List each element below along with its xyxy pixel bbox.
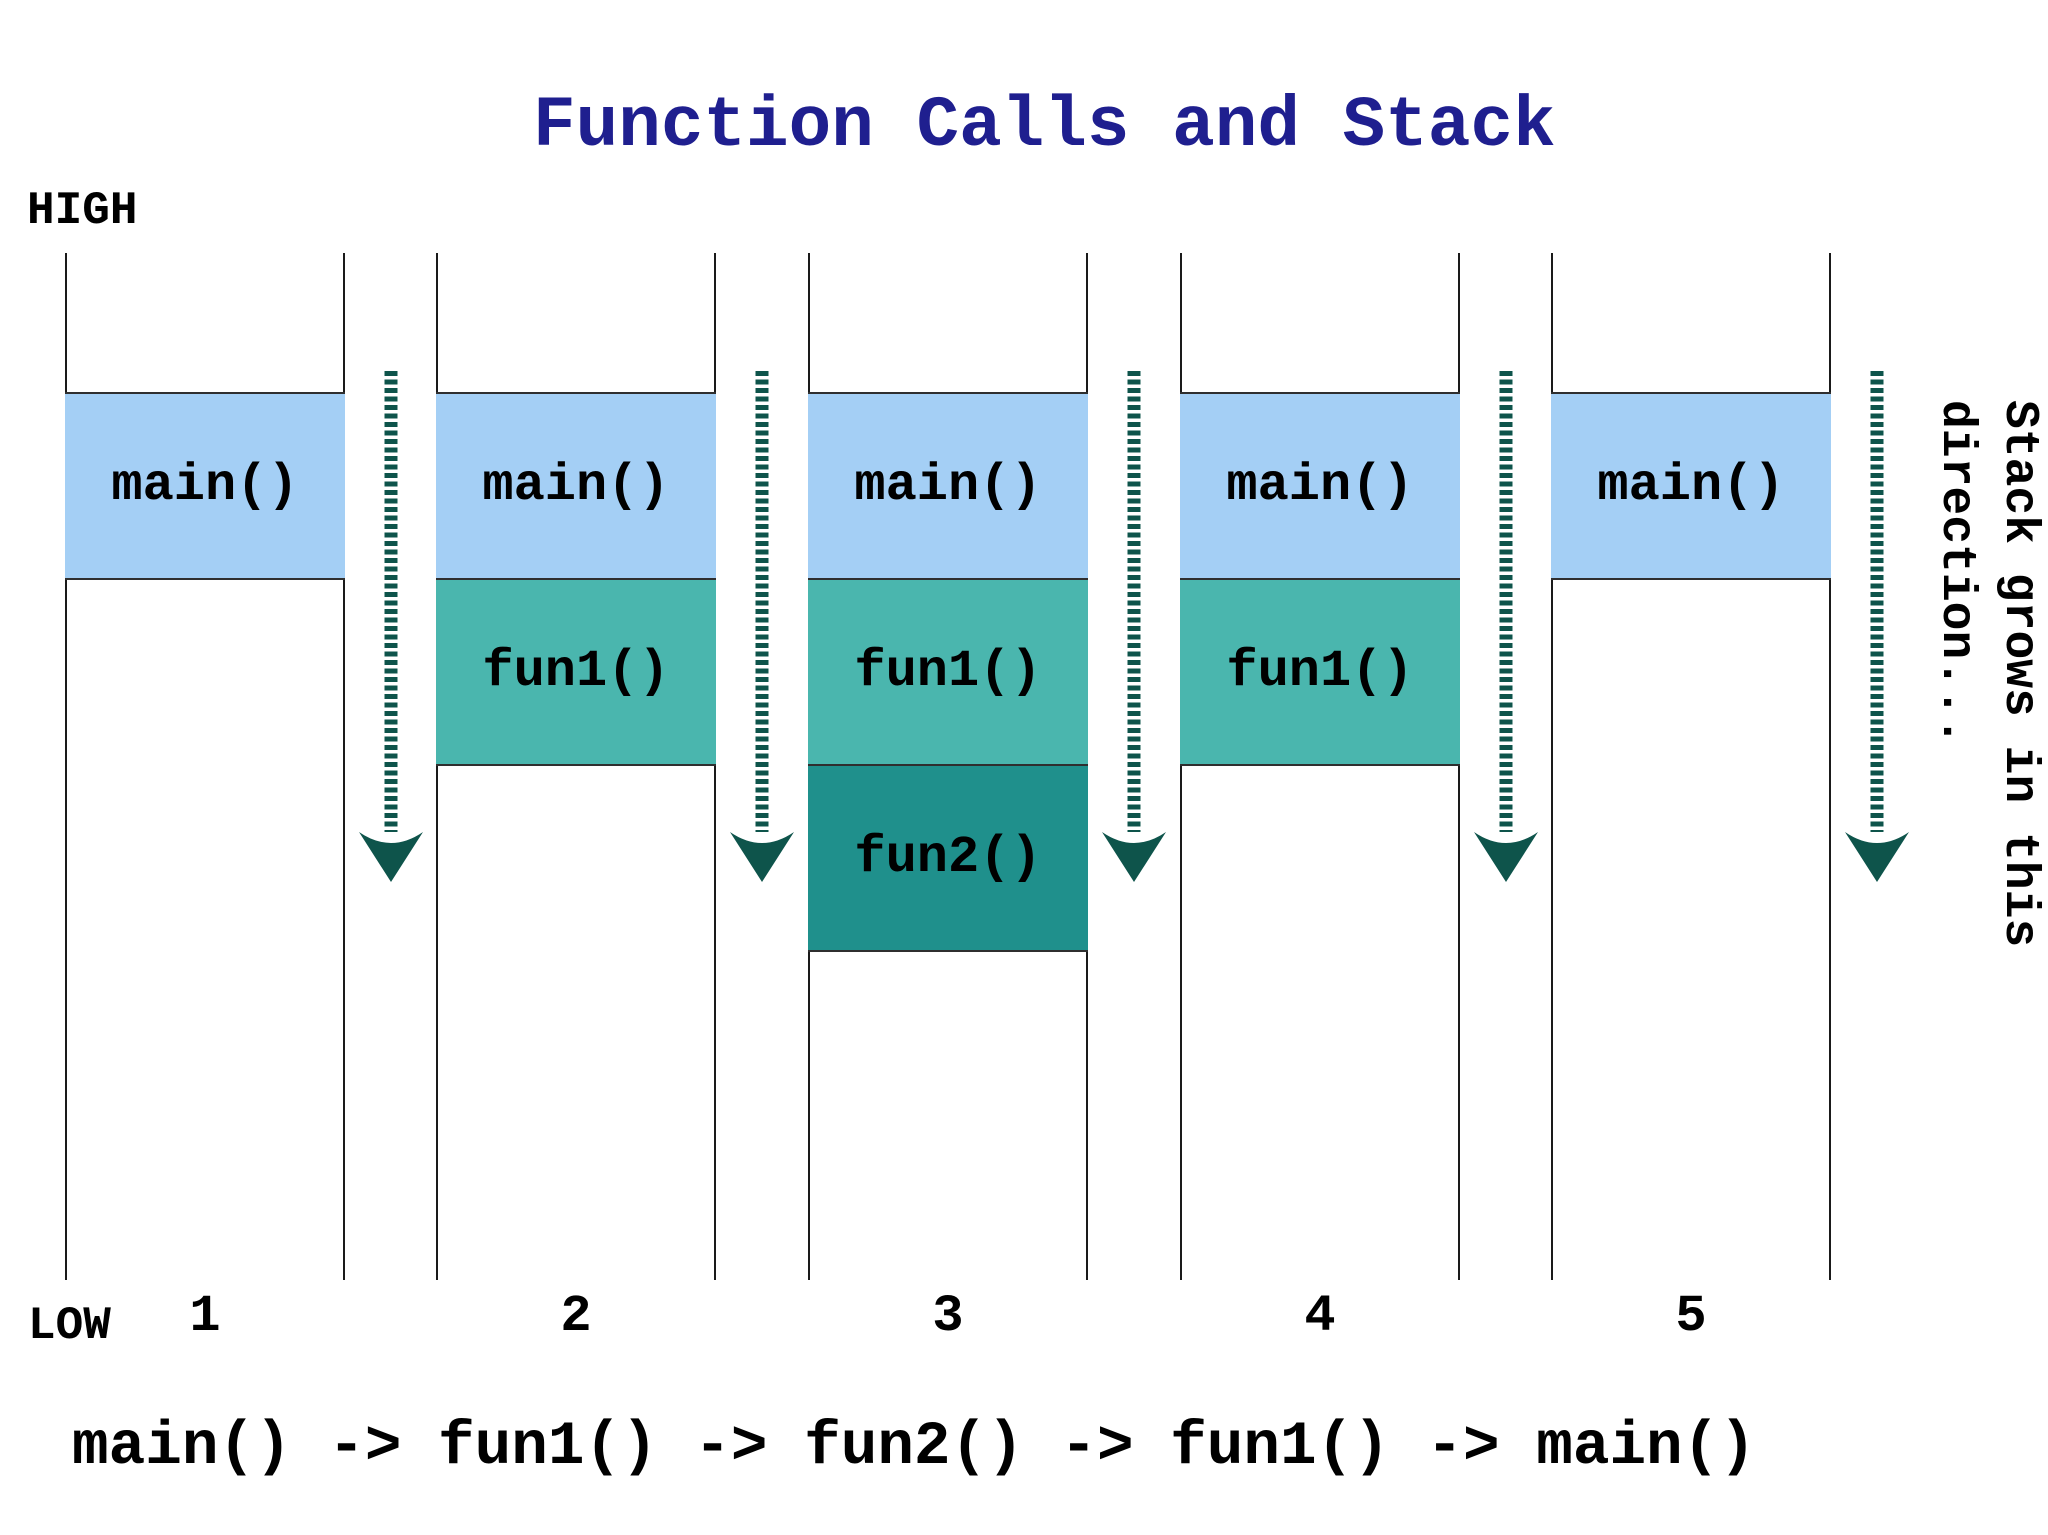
frame-label: fun1() xyxy=(854,642,1042,701)
down-arrow-icon xyxy=(1102,371,1166,882)
column-number-3: 3 xyxy=(932,1287,964,1346)
frame-label: fun1() xyxy=(1226,642,1414,701)
stack-column-3: main() fun1() fun2() xyxy=(808,253,1088,1280)
stack-column-2: main() fun1() xyxy=(436,253,716,1280)
column-number-5: 5 xyxy=(1675,1287,1707,1346)
call-sequence-text: main() -> fun1() -> fun2() -> fun1() -> … xyxy=(72,1413,1756,1482)
stack-frame-fun2: fun2() xyxy=(808,764,1088,952)
column-number-2: 2 xyxy=(560,1287,592,1346)
high-memory-label: HIGH xyxy=(27,185,138,237)
frame-label: main() xyxy=(854,456,1042,515)
stack-column-4: main() fun1() xyxy=(1180,253,1460,1280)
stack-column-1: main() xyxy=(65,253,345,1280)
stack-growth-note: Stack grows in this direction... xyxy=(1924,400,2048,947)
diagram-title: Function Calls and Stack xyxy=(533,87,1556,167)
stack-column-5: main() xyxy=(1551,253,1831,1280)
down-arrow-icon xyxy=(359,371,423,882)
stack-frame-main: main() xyxy=(65,392,345,580)
down-arrow-icon xyxy=(1474,371,1538,882)
down-arrow-icon xyxy=(1845,371,1909,882)
stack-frame-fun1: fun1() xyxy=(436,578,716,766)
frame-label: fun1() xyxy=(482,642,670,701)
stack-frame-main: main() xyxy=(1551,392,1831,580)
low-memory-label: LOW xyxy=(28,1300,111,1352)
column-number-4: 4 xyxy=(1304,1287,1336,1346)
stack-growth-note-line: Stack grows in this xyxy=(1992,400,2046,948)
stack-growth-note-line: direction... xyxy=(1929,400,1983,746)
stack-frame-main: main() xyxy=(1180,392,1460,580)
down-arrow-icon xyxy=(730,371,794,882)
frame-label: main() xyxy=(1226,456,1414,515)
frame-label: fun2() xyxy=(854,828,1042,887)
stack-frame-fun1: fun1() xyxy=(808,578,1088,766)
stack-frame-main: main() xyxy=(436,392,716,580)
stack-frame-fun1: fun1() xyxy=(1180,578,1460,766)
frame-label: main() xyxy=(111,456,299,515)
column-number-1: 1 xyxy=(189,1287,221,1346)
frame-label: main() xyxy=(482,456,670,515)
stack-frame-main: main() xyxy=(808,392,1088,580)
frame-label: main() xyxy=(1597,456,1785,515)
